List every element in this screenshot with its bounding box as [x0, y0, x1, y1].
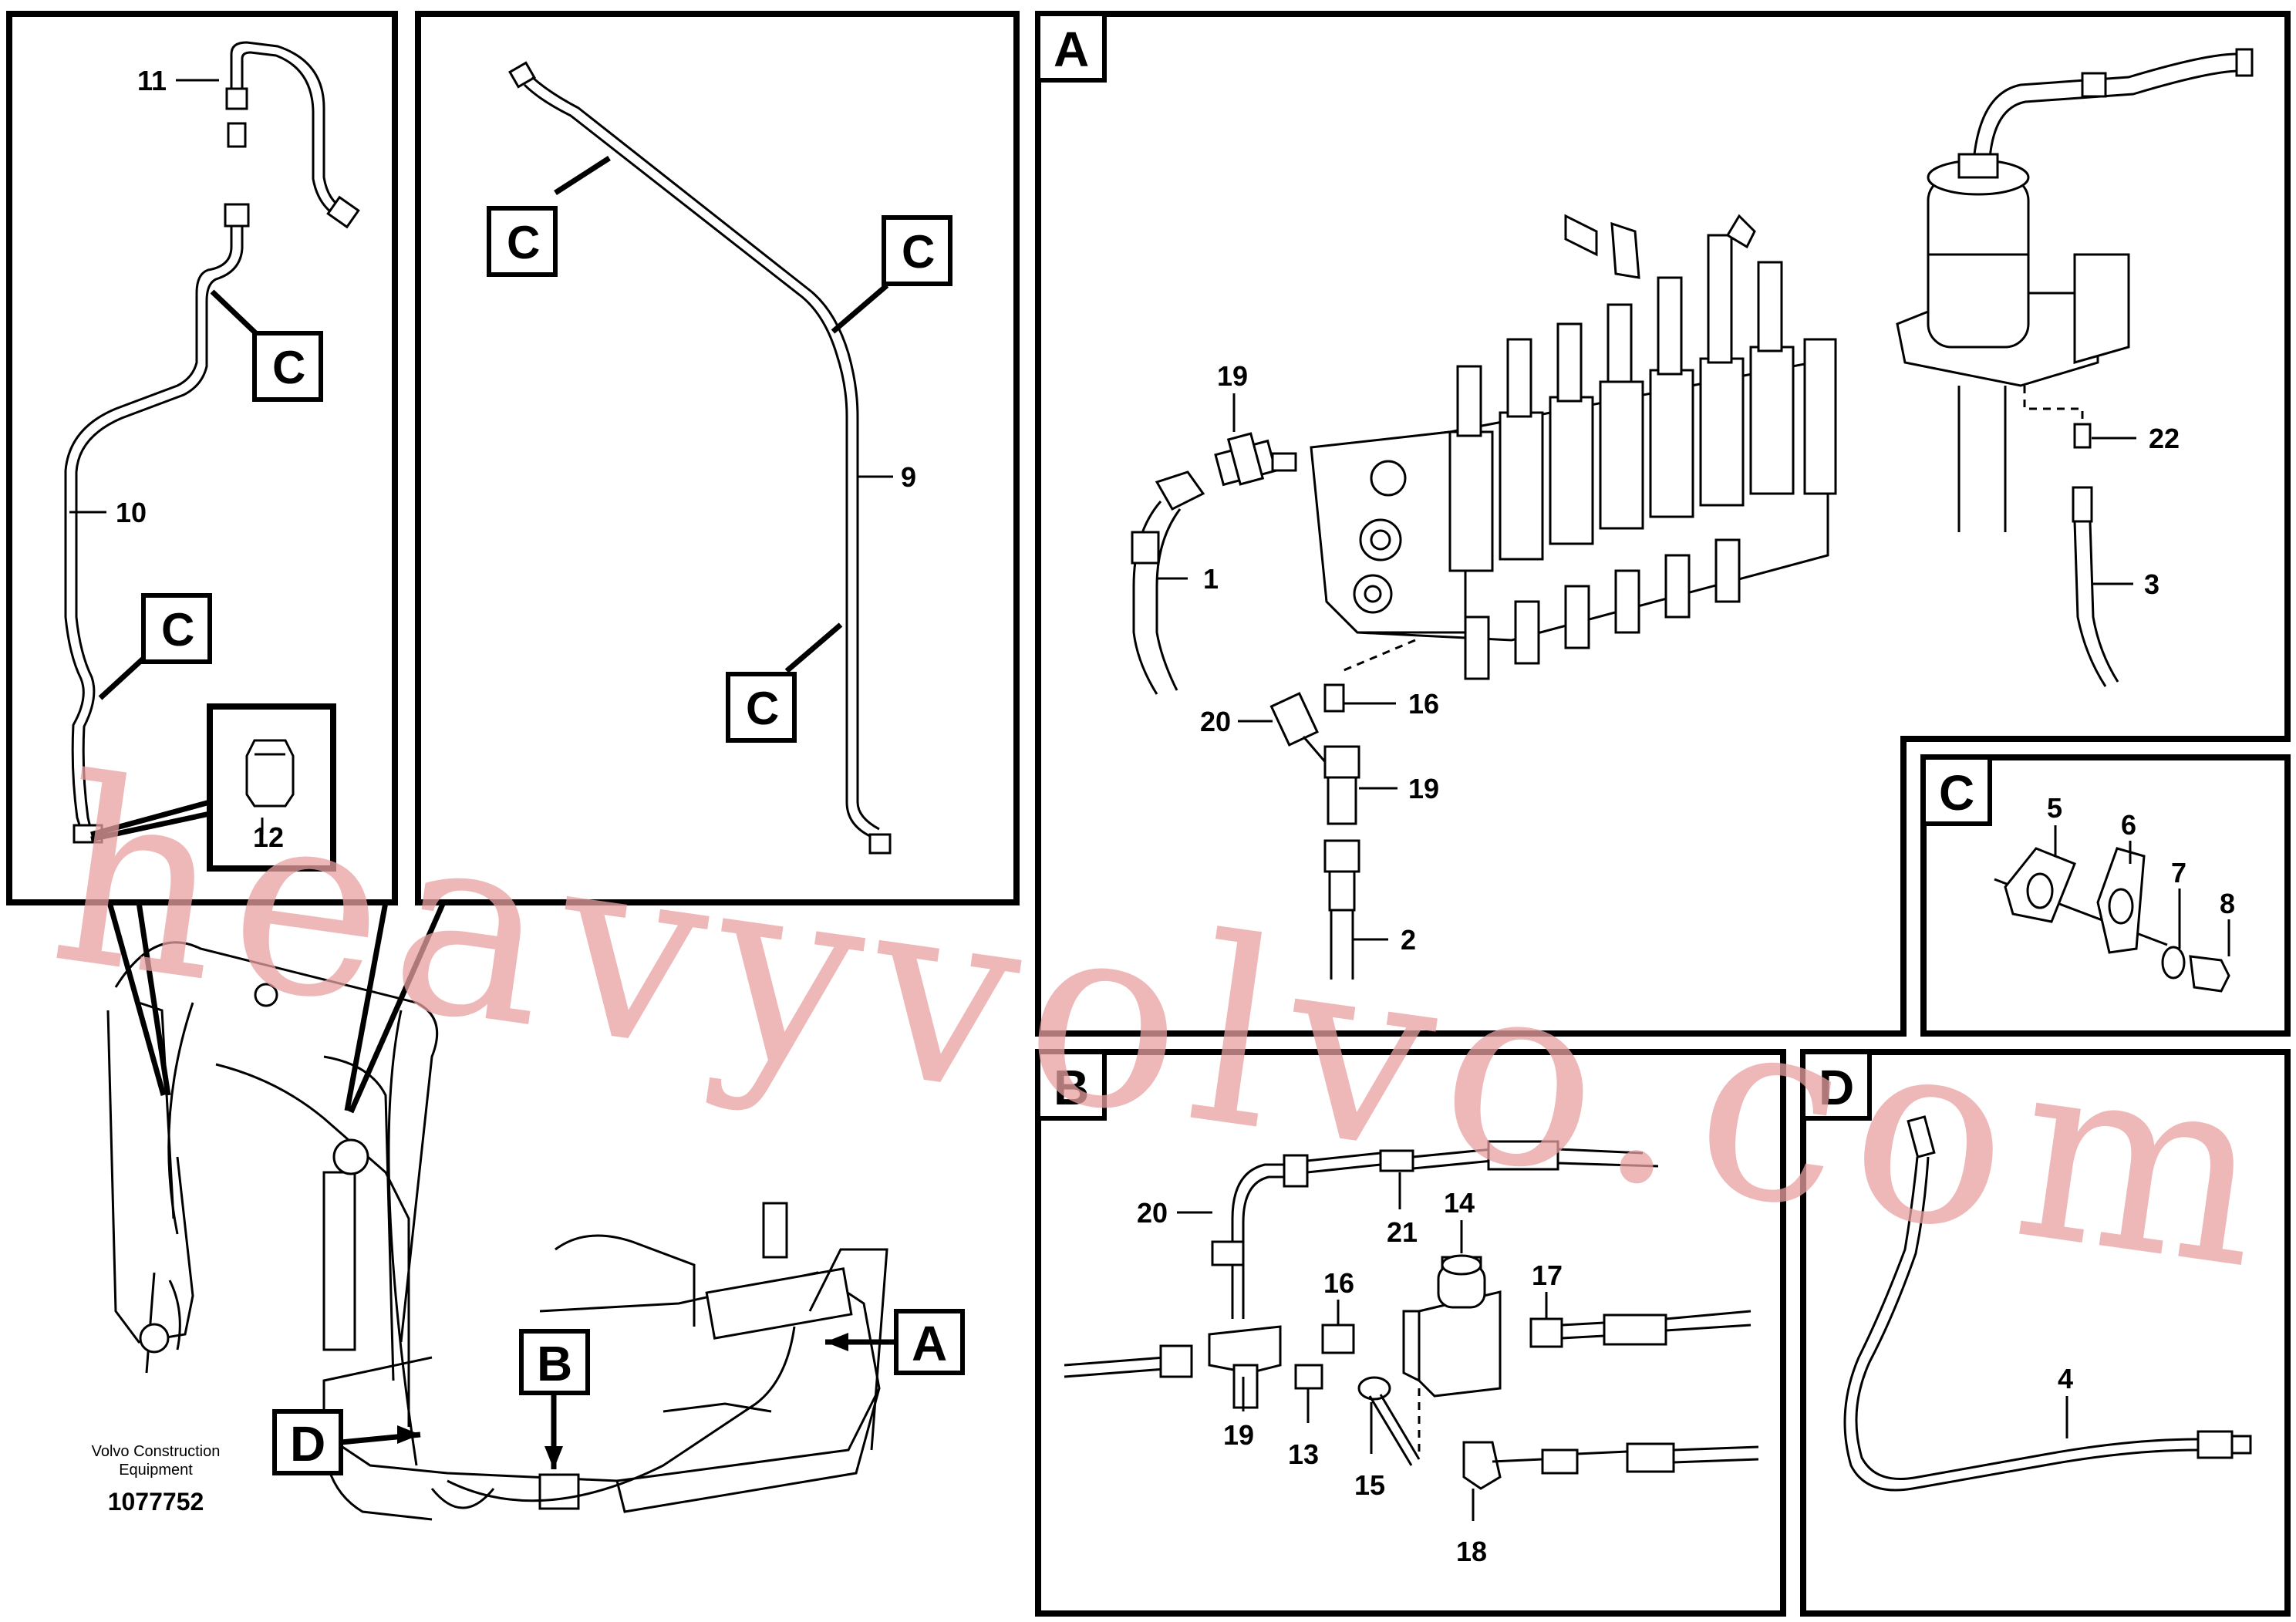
- detail-c-tag: [1921, 755, 1992, 826]
- panel-pipe-9: [415, 11, 1020, 905]
- callout-9: 9: [901, 461, 916, 493]
- callout-18: 18: [1456, 1536, 1487, 1567]
- panel-hose-10: [6, 11, 398, 905]
- callout-8: 8: [2220, 888, 2235, 919]
- ref-d-label: D: [290, 1416, 325, 1472]
- ref-a-box: [894, 1309, 965, 1375]
- callout-16: 16: [1323, 1267, 1354, 1299]
- callout-3: 3: [2144, 568, 2159, 600]
- panel-detail-c: [1920, 754, 2291, 1037]
- hose-10-drawing: [64, 41, 360, 844]
- control-valve-drawing: [1310, 214, 1837, 680]
- caption-line-1: Volvo Construction: [92, 1443, 221, 1460]
- panel-detail-a: [1035, 11, 2291, 1037]
- caption-line-2: Equipment: [119, 1462, 193, 1479]
- hose-1-and-tee: [1131, 432, 1297, 695]
- c-ref-label: C: [161, 604, 194, 656]
- c-ref-box: [141, 593, 212, 664]
- ref-b-label: B: [537, 1336, 572, 1391]
- callout-22: 22: [2149, 423, 2180, 454]
- clamp-drawing: [1994, 847, 2230, 993]
- callout-5: 5: [2047, 792, 2062, 824]
- c-ref-box: [726, 672, 797, 743]
- c-ref-label: C: [746, 683, 779, 734]
- callout-19: 19: [1223, 1419, 1254, 1451]
- detail-d-label: D: [1819, 1060, 1854, 1115]
- callout-7: 7: [2171, 857, 2186, 889]
- detail-a-tag: [1036, 12, 1107, 83]
- ref-d-box: [272, 1409, 343, 1475]
- ref-a-label: A: [912, 1316, 947, 1371]
- detail-d-tag: [1801, 1050, 1872, 1121]
- callout-4: 4: [2058, 1363, 2073, 1394]
- detail-c-label: C: [1939, 765, 1974, 821]
- callout-15: 15: [1354, 1469, 1385, 1501]
- hose-4-drawing: [1843, 1115, 2252, 1492]
- callout-21: 21: [1387, 1216, 1418, 1248]
- c-ref-label: C: [272, 342, 305, 393]
- panel-detail-b: [1035, 1049, 1786, 1617]
- callout-6: 6: [2121, 809, 2136, 841]
- document-number: 1077752: [108, 1488, 204, 1516]
- c-ref-label: C: [507, 217, 540, 268]
- panel-detail-d: [1800, 1049, 2291, 1617]
- callout-11: 11: [137, 65, 167, 96]
- c-ref-box: [252, 331, 323, 402]
- detail-a-label: A: [1054, 22, 1089, 77]
- callout-20: 20: [1200, 706, 1231, 737]
- callout-10: 10: [116, 497, 147, 528]
- callout-17: 17: [1532, 1259, 1563, 1291]
- detail-b-tag: [1036, 1050, 1107, 1121]
- callout-12: 12: [253, 821, 284, 853]
- callout-2: 2: [1401, 924, 1416, 956]
- hose-2-and-fittings: [1269, 683, 1360, 980]
- detail-b-label: B: [1054, 1060, 1089, 1115]
- callout-19: 19: [1217, 360, 1248, 392]
- callout-19: 19: [1408, 773, 1439, 804]
- callout-20: 20: [1137, 1197, 1168, 1229]
- c-ref-label: C: [902, 226, 935, 278]
- c-ref-box: [487, 206, 558, 277]
- inset-part-12: [207, 703, 336, 872]
- c-ref-box: [882, 215, 952, 286]
- callout-13: 13: [1288, 1438, 1319, 1470]
- solenoid-valve-drawing: [1064, 1140, 1759, 1490]
- callout-14: 14: [1444, 1187, 1475, 1219]
- brake-valve-drawing: [1896, 48, 2254, 687]
- ref-b-box: [519, 1329, 590, 1395]
- callout-16: 16: [1408, 688, 1439, 720]
- callout-1: 1: [1203, 563, 1219, 595]
- pipe-9-drawing: [508, 61, 892, 855]
